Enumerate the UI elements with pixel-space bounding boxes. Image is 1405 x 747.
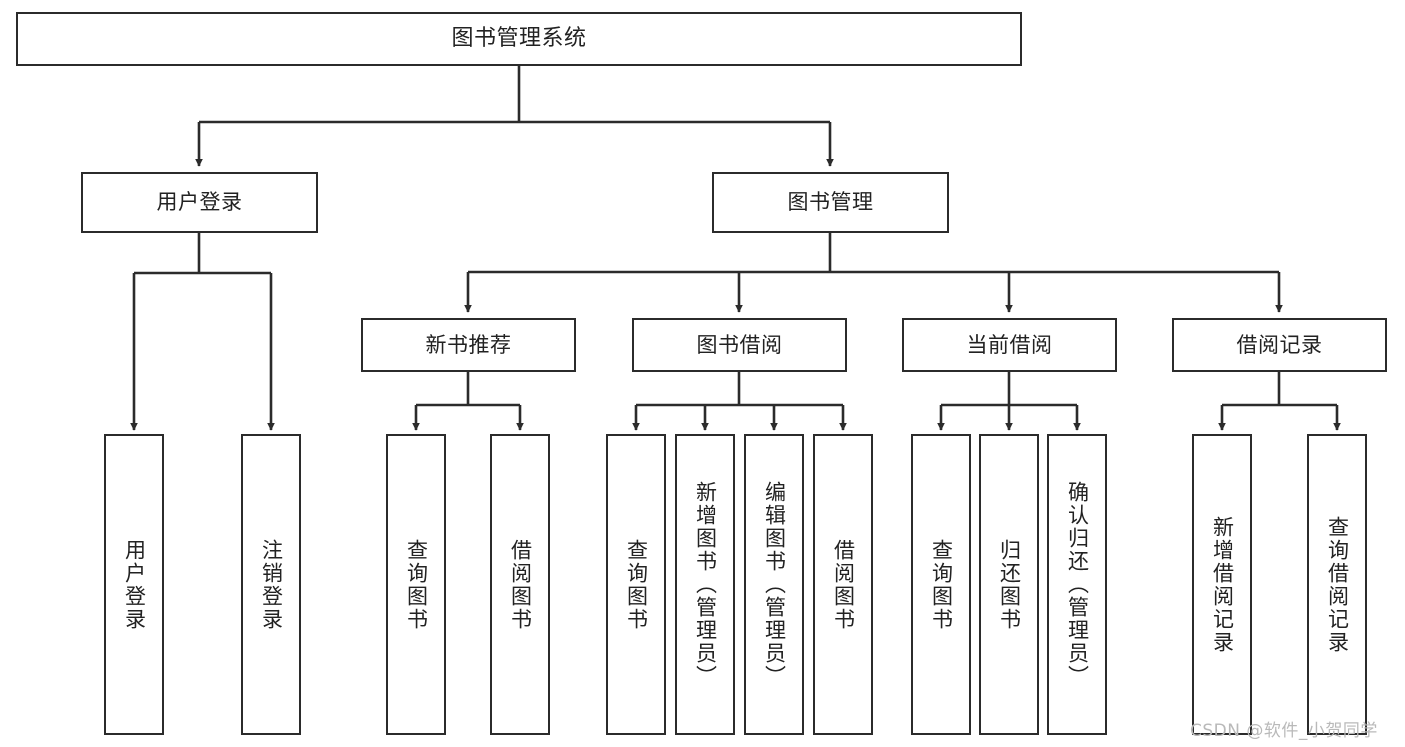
leaf-borrow-book-newbook-label: 借阅图书 — [508, 538, 533, 631]
leaf-borrow-book-newbook[interactable]: 借阅图书 — [490, 434, 550, 735]
leaf-borrow-book[interactable]: 借阅图书 — [813, 434, 873, 735]
leaf-return-book[interactable]: 归还图书 — [979, 434, 1039, 735]
leaf-add-book-admin[interactable]: 新增图书（管理员） — [675, 434, 735, 735]
leaf-query-book-current[interactable]: 查询图书 — [911, 434, 971, 735]
leaf-query-borrow-record-label: 查询借阅记录 — [1325, 515, 1350, 654]
leaf-return-book-label: 归还图书 — [997, 538, 1022, 631]
leaf-add-borrow-record[interactable]: 新增借阅记录 — [1192, 434, 1252, 735]
node-borrow-record[interactable]: 借阅记录 — [1172, 318, 1387, 372]
node-root-label: 图书管理系统 — [451, 26, 587, 52]
leaf-query-book-newbook[interactable]: 查询图书 — [386, 434, 446, 735]
leaf-query-book-borrow-label: 查询图书 — [624, 538, 649, 631]
leaf-query-borrow-record[interactable]: 查询借阅记录 — [1307, 434, 1367, 735]
node-book-borrow[interactable]: 图书借阅 — [632, 318, 847, 372]
leaf-edit-book-admin[interactable]: 编辑图书（管理员） — [744, 434, 804, 735]
node-user-login[interactable]: 用户登录 — [81, 172, 318, 233]
node-book-management-label: 图书管理 — [787, 190, 874, 215]
leaf-edit-book-admin-label: 编辑图书（管理员） — [762, 481, 787, 688]
node-new-book-recommend[interactable]: 新书推荐 — [361, 318, 576, 372]
leaf-logout-label: 注销登录 — [259, 538, 284, 631]
leaf-confirm-return-admin[interactable]: 确认归还（管理员） — [1047, 434, 1107, 735]
node-new-book-recommend-label: 新书推荐 — [425, 332, 512, 357]
leaf-add-book-admin-label: 新增图书（管理员） — [693, 481, 718, 688]
leaf-confirm-return-admin-label: 确认归还（管理员） — [1065, 481, 1090, 688]
leaf-query-book-current-label: 查询图书 — [929, 538, 954, 631]
leaf-user-login-label: 用户登录 — [122, 538, 147, 631]
leaf-query-book-borrow[interactable]: 查询图书 — [606, 434, 666, 735]
leaf-add-borrow-record-label: 新增借阅记录 — [1210, 515, 1235, 654]
leaf-user-login[interactable]: 用户登录 — [104, 434, 164, 735]
leaf-query-book-newbook-label: 查询图书 — [404, 538, 429, 631]
leaf-logout[interactable]: 注销登录 — [241, 434, 301, 735]
node-user-login-label: 用户登录 — [156, 190, 243, 215]
csdn-watermark: CSDN @软件_小贺同学 — [1190, 721, 1378, 741]
leaf-borrow-book-label: 借阅图书 — [831, 538, 856, 631]
node-current-borrow[interactable]: 当前借阅 — [902, 318, 1117, 372]
node-book-management[interactable]: 图书管理 — [712, 172, 949, 233]
node-root[interactable]: 图书管理系统 — [16, 12, 1022, 66]
node-current-borrow-label: 当前借阅 — [966, 332, 1053, 357]
node-book-borrow-label: 图书借阅 — [696, 332, 783, 357]
node-borrow-record-label: 借阅记录 — [1236, 332, 1323, 357]
